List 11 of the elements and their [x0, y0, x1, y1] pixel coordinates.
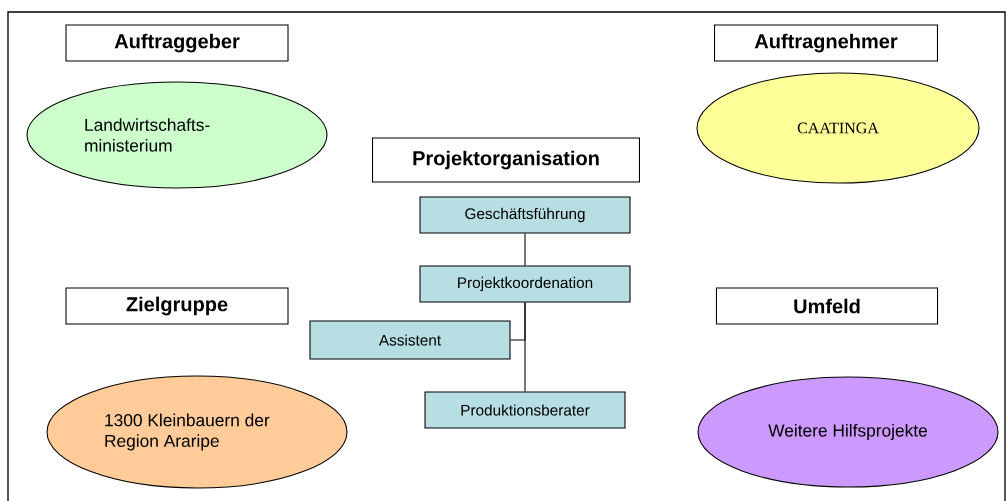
org-box: Geschäftsführung [419, 196, 631, 234]
heading-box: Zielgruppe [65, 287, 289, 325]
connector-line [524, 302, 526, 392]
heading-box: Auftraggeber [65, 24, 289, 62]
org-box: Produktionsberater [424, 391, 626, 429]
heading-box: Auftragnehmer [714, 24, 938, 62]
org-box: Assistent [309, 320, 511, 360]
org-box: Projektkoordenation [419, 265, 631, 303]
heading-box: Umfeld [715, 287, 939, 325]
connector-line [524, 233, 526, 266]
heading-box: Projektorganisation [372, 137, 640, 183]
